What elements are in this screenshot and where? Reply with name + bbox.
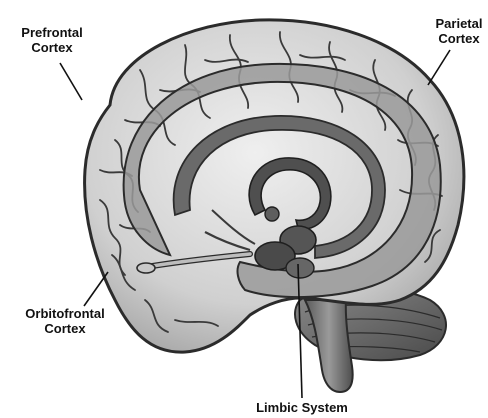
brainstem (305, 300, 353, 392)
label-limbic-line1: Limbic System (240, 400, 364, 415)
leader-line-orbitofrontal (84, 272, 108, 306)
label-orbitofrontal-cortex: Orbitofrontal Cortex (6, 306, 124, 336)
label-prefrontal-line2: Cortex (8, 40, 96, 55)
label-parietal-line2: Cortex (424, 31, 488, 46)
label-limbic-system: Limbic System (240, 400, 364, 415)
label-orbitofrontal-line2: Cortex (6, 321, 124, 336)
label-prefrontal-cortex: Prefrontal Cortex (8, 25, 96, 55)
label-parietal-line1: Parietal (424, 16, 488, 31)
label-prefrontal-line1: Prefrontal (8, 25, 96, 40)
leader-line-prefrontal (60, 63, 82, 100)
leader-line-parietal (428, 50, 450, 85)
label-parietal-cortex: Parietal Cortex (424, 16, 488, 46)
label-orbitofrontal-line1: Orbitofrontal (6, 306, 124, 321)
